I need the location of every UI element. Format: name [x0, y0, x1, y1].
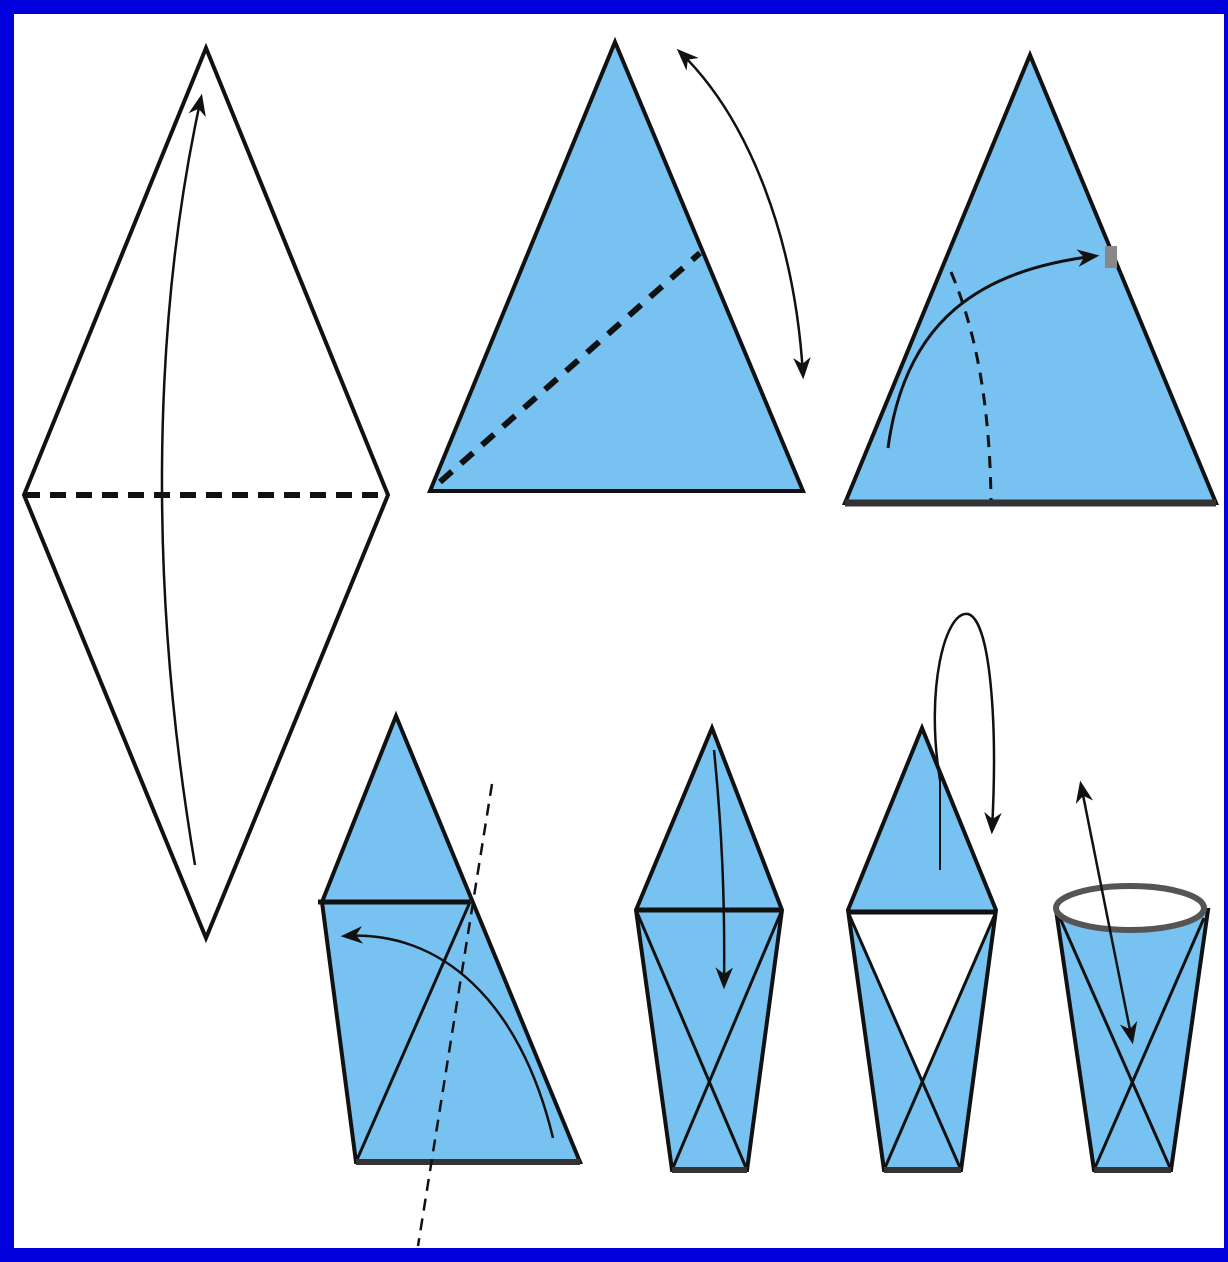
folded-flap-edge	[846, 911, 963, 1171]
folded-flap-edge	[670, 909, 784, 1171]
folded-flap-edge	[354, 901, 472, 1163]
valley-fold-line-icon	[949, 271, 993, 501]
folded-flap-edge	[634, 909, 749, 1171]
fold-arrow-icon	[886, 249, 1100, 449]
paper-cup-shape	[633, 722, 785, 1172]
fold-arrow-icon	[676, 48, 811, 380]
step-4	[318, 710, 583, 1247]
folded-flap-edge	[1092, 917, 1206, 1171]
valley-fold-line-icon	[438, 250, 702, 485]
white-pocket	[848, 912, 996, 1083]
paper-triangle	[427, 36, 807, 493]
open-cup-arrow-icon	[1075, 780, 1138, 1045]
fold-arrow-icon	[712, 749, 734, 990]
step-2	[427, 36, 811, 493]
paper-triangle	[842, 49, 1219, 505]
cup-opening	[1053, 883, 1207, 933]
fold-target-mark	[1105, 246, 1117, 268]
step-5	[633, 722, 785, 1173]
step-1	[21, 42, 391, 944]
fold-arrow-icon	[160, 93, 206, 866]
step-3	[842, 49, 1219, 507]
turn-over-arrow-icon	[933, 612, 1002, 835]
folded-flap-edge	[882, 911, 998, 1171]
valley-fold-line-icon	[416, 783, 494, 1247]
step-7	[1053, 780, 1211, 1173]
step-6	[845, 612, 1002, 1173]
fold-arrow-icon	[340, 926, 555, 1139]
